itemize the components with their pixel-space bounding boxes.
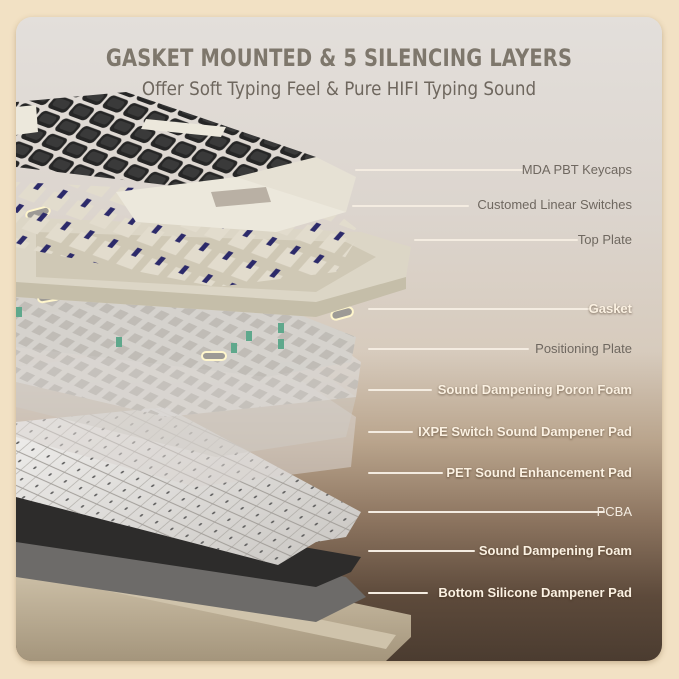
leader-line-silicone-pad [368,592,428,594]
headline: GASKET MOUNTED & 5 SILENCING LAYERS [105,44,573,72]
layer-label-switches: Customed Linear Switches [477,197,632,212]
product-infographic-card: GASKET MOUNTED & 5 SILENCING LAYERS Offe… [16,17,662,661]
layer-label-ixpe-pad: IXPE Switch Sound Dampener Pad [418,424,632,439]
leader-line-ixpe-pad [368,431,413,433]
layer-label-pcba: PCBA [596,504,632,519]
layer-label-pet-pad: PET Sound Enhancement Pad [446,465,632,480]
exploded-keyboard-illustration [16,92,411,661]
leader-line-pet-pad [368,472,443,474]
leader-line-pcba [368,511,605,513]
leader-line-top-plate [414,239,578,241]
leader-line-switches [352,205,469,207]
layer-label-dampening-foam: Sound Dampening Foam [478,543,632,558]
layer-label-gasket: Gasket [588,301,632,316]
subheadline: Offer Soft Typing Feel & Pure HIFI Typin… [141,78,537,100]
leader-line-poron-foam [368,389,432,391]
leader-line-keycaps [355,169,524,171]
layer-label-keycaps: MDA PBT Keycaps [521,162,632,177]
leader-line-positioning-plate [368,348,529,350]
leader-line-dampening-foam [368,550,475,552]
layer-label-poron-foam: Sound Dampening Poron Foam [437,382,632,397]
layer-label-silicone-pad: Bottom Silicone Dampener Pad [438,585,632,600]
layer-label-positioning-plate: Positioning Plate [535,341,632,356]
leader-line-gasket [368,308,590,310]
layer-label-top-plate: Top Plate [577,232,632,247]
